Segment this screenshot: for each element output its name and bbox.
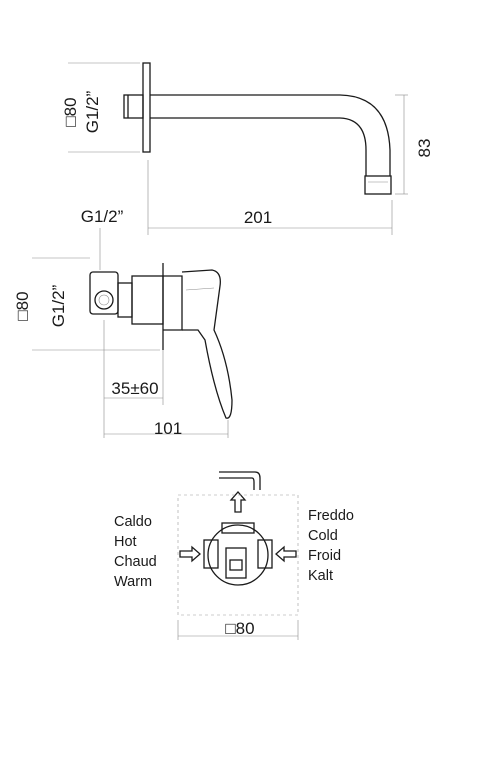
spout-side-view: □80 G1/2” 201 83 bbox=[61, 62, 434, 235]
hot-label-it: Caldo bbox=[114, 514, 152, 530]
mixer-depth-range-label: 35±60 bbox=[111, 379, 158, 398]
spout-thread-label: G1/2” bbox=[83, 90, 102, 133]
front-valve bbox=[207, 524, 269, 586]
mixer-body bbox=[163, 275, 183, 331]
cold-label-en: Cold bbox=[308, 528, 338, 544]
front-plate-label: □80 bbox=[225, 619, 254, 638]
spout-wall-plate bbox=[142, 62, 151, 153]
cold-label-fr: Froid bbox=[308, 548, 341, 564]
mixer-side-view: G1/2” □80 G1/2” 35±60 101 bbox=[13, 207, 233, 438]
spout-height-label: 83 bbox=[415, 139, 434, 158]
spout-connector bbox=[123, 94, 144, 119]
spout-outlet bbox=[364, 175, 392, 195]
arrow-left-icon bbox=[275, 545, 297, 563]
cold-label-de: Kalt bbox=[308, 568, 333, 584]
mixer-lever bbox=[181, 269, 233, 419]
hot-label-en: Hot bbox=[114, 534, 137, 550]
spout-length-label: 201 bbox=[244, 208, 272, 227]
hot-label-fr: Chaud bbox=[114, 554, 157, 570]
mixer-total-depth-label: 101 bbox=[154, 419, 182, 438]
mixer-top-thread-label: G1/2” bbox=[81, 207, 124, 226]
spout-icon bbox=[219, 471, 261, 490]
cold-label-it: Freddo bbox=[308, 508, 354, 524]
arrow-right-icon bbox=[179, 545, 201, 563]
mixer-thread-label: G1/2” bbox=[49, 284, 68, 327]
hot-label-de: Warm bbox=[114, 574, 152, 590]
spout-body bbox=[150, 94, 391, 176]
arrow-up-icon bbox=[229, 491, 247, 513]
mixer-front-view: Caldo Hot Chaud Warm Freddo Cold Froid K… bbox=[114, 471, 354, 640]
spout-plate-label: □80 bbox=[61, 97, 80, 126]
front-plate-outline bbox=[177, 494, 299, 616]
mixer-plate-label: □80 bbox=[13, 291, 32, 320]
mixer-valve-body bbox=[89, 271, 119, 315]
